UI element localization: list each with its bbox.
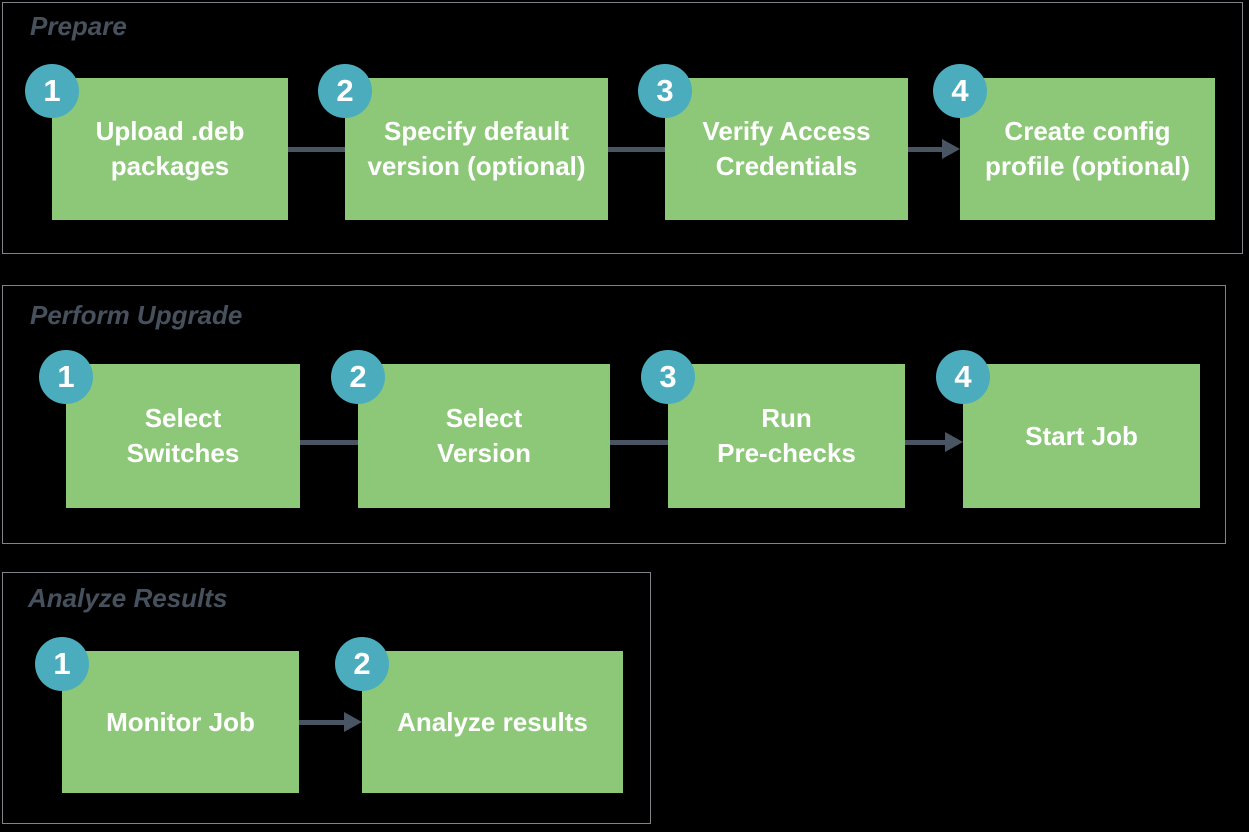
section-title: Analyze Results	[28, 583, 228, 613]
connector-arrow	[299, 720, 344, 725]
section-title: Perform Upgrade	[30, 300, 243, 330]
step-label: Create config profile (optional)	[984, 116, 1191, 181]
step-run-pre-checks: 3 Run Pre-checks	[641, 350, 905, 508]
connector-arrow	[908, 147, 942, 152]
step-label: Upload .deb packages	[95, 116, 245, 181]
step-label: Analyze results	[397, 706, 588, 737]
step-select-version: 2 Select Version	[331, 350, 610, 508]
step-label: Verify Access Credentials	[702, 116, 871, 181]
step-number-badge: 2	[335, 637, 389, 691]
step-number-badge: 4	[936, 350, 990, 404]
section-perform-upgrade: Perform Upgrade 1 Select Switches 2 Sele…	[2, 285, 1226, 544]
connector-line	[610, 440, 668, 445]
step-select-switches: 1 Select Switches	[39, 350, 300, 508]
connector-line	[300, 440, 358, 445]
step-label: Start Job	[1025, 420, 1138, 451]
step-label: Specify default version (optional)	[367, 116, 586, 181]
section-prepare: Prepare 1 Upload .deb packages 2 Specify…	[2, 2, 1243, 254]
step-number-badge: 2	[318, 64, 372, 118]
step-create-config-profile: 4 Create config profile (optional)	[933, 64, 1215, 220]
step-number-badge: 1	[39, 350, 93, 404]
step-upload-deb-packages: 1 Upload .deb packages	[25, 64, 288, 220]
step-number-badge: 4	[933, 64, 987, 118]
step-number-badge: 3	[641, 350, 695, 404]
connector-arrow	[905, 440, 945, 445]
step-number-badge: 2	[331, 350, 385, 404]
connector-line	[288, 147, 345, 152]
arrowhead	[945, 432, 963, 452]
step-label: Select Version	[437, 403, 531, 468]
step-number-badge: 1	[35, 637, 89, 691]
section-analyze-results: Analyze Results 1 Monitor Job 2 Analyze …	[2, 572, 651, 824]
step-start-job: 4 Start Job	[936, 350, 1200, 508]
arrowhead	[942, 139, 960, 159]
step-label: Select Switches	[126, 403, 240, 468]
step-number-badge: 1	[25, 64, 79, 118]
step-specify-default-version: 2 Specify default version (optional)	[318, 64, 608, 220]
section-title: Prepare	[30, 11, 127, 41]
connector-line	[608, 147, 665, 152]
arrowhead	[344, 712, 362, 732]
step-analyze-results: 2 Analyze results	[335, 637, 623, 793]
step-label: Monitor Job	[106, 706, 255, 737]
step-monitor-job: 1 Monitor Job	[35, 637, 299, 793]
step-label: Run Pre-checks	[717, 403, 856, 468]
step-number-badge: 3	[638, 64, 692, 118]
step-verify-access-credentials: 3 Verify Access Credentials	[638, 64, 908, 220]
